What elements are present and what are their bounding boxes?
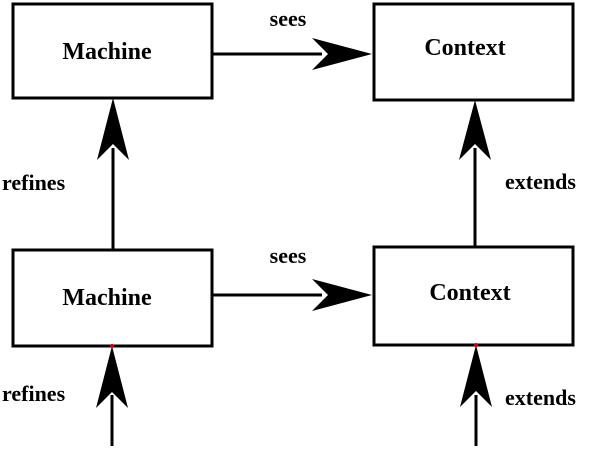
- port-dot: [474, 343, 478, 347]
- context-node-bottom: Context: [372, 245, 575, 347]
- extends-label-top: extends: [505, 169, 576, 194]
- machine-node-top: Machine: [11, 2, 214, 100]
- context-node-top-label: Context: [424, 35, 505, 61]
- refines-arrow-top: [97, 98, 129, 250]
- refines-arrow-bottom: [96, 344, 128, 446]
- sees-label-bottom: sees: [270, 243, 307, 268]
- machine-node-bottom: Machine: [11, 248, 214, 348]
- machine-node-top-label: Machine: [62, 39, 152, 65]
- refines-label-top: refines: [2, 170, 66, 195]
- sees-arrow-top: [212, 38, 372, 70]
- refines-label-bottom: refines: [2, 381, 66, 406]
- sees-arrow-bottom: [212, 279, 372, 311]
- context-node-top: Context: [372, 2, 575, 102]
- port-dot: [110, 344, 114, 348]
- extends-arrow-bottom: [460, 343, 492, 446]
- sees-label-top: sees: [270, 6, 307, 31]
- extends-label-bottom: extends: [505, 385, 576, 410]
- extends-arrow-top: [459, 100, 491, 247]
- context-node-bottom-label: Context: [429, 280, 510, 306]
- machine-node-bottom-label: Machine: [62, 285, 152, 311]
